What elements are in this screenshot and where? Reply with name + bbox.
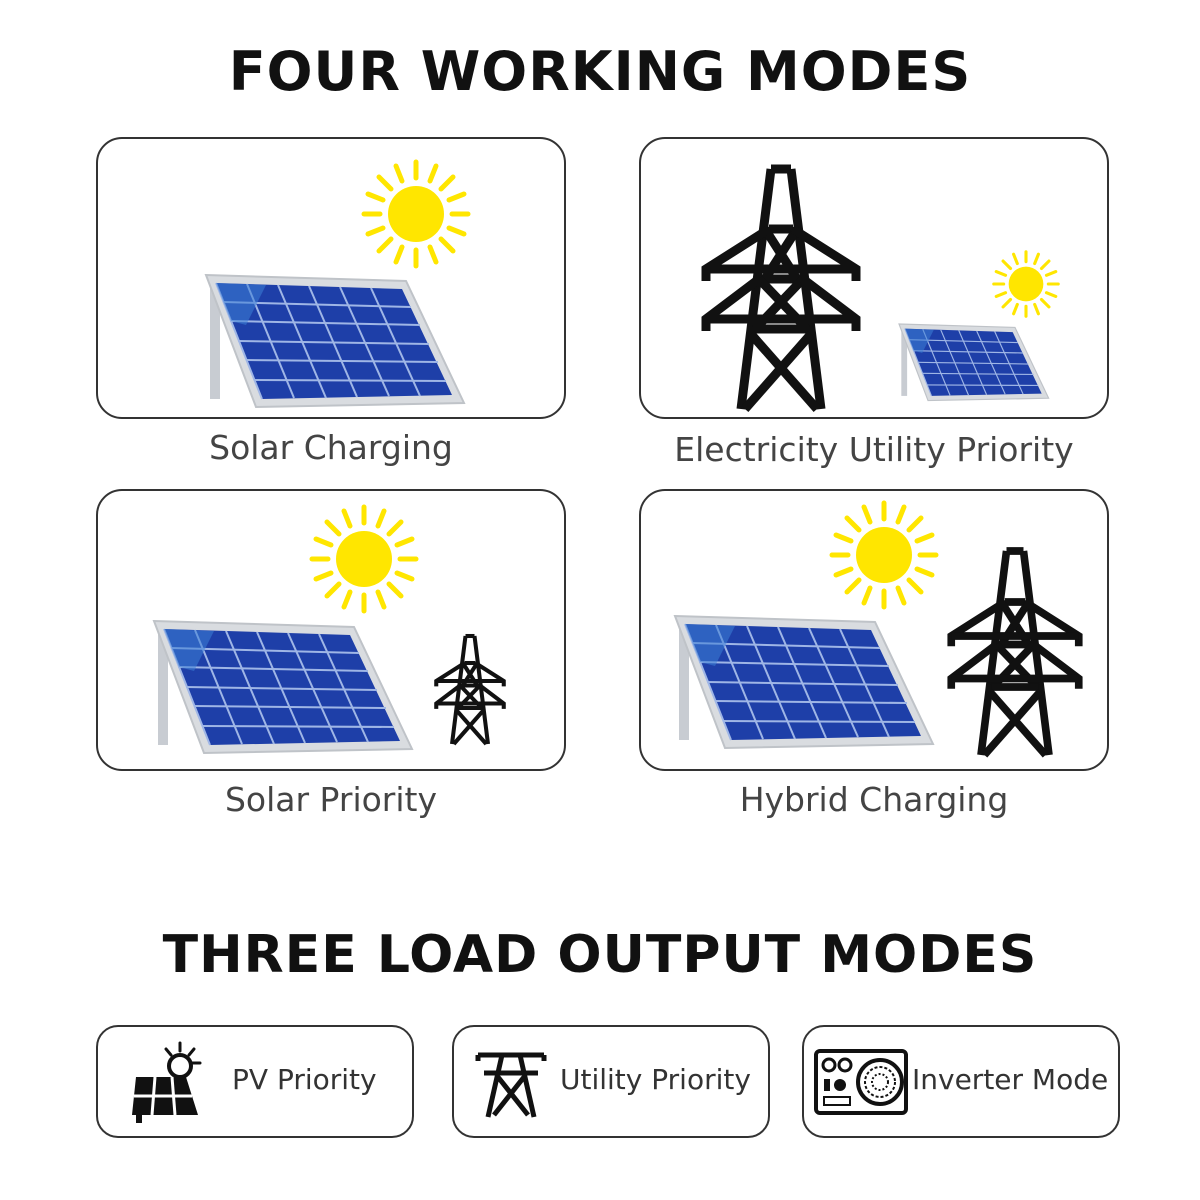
- load-mode-inverter-mode: Inverter Mode: [802, 1025, 1120, 1138]
- load-mode-label-inverter-mode: Inverter Mode: [912, 1063, 1109, 1096]
- load-mode-pv-priority: PV Priority: [96, 1025, 414, 1138]
- load-mode-label-pv-priority: PV Priority: [232, 1063, 377, 1096]
- load-mode-label-utility-priority: Utility Priority: [560, 1063, 751, 1096]
- sun-icon: [364, 162, 468, 266]
- mode-label-hybrid-charging: Hybrid Charging: [739, 780, 1009, 819]
- mode-card-solar-charging: [96, 137, 566, 419]
- sun-icon: [832, 503, 936, 607]
- pv-sun-panel-icon: [132, 1041, 202, 1123]
- mode-label-electricity-utility-priority: Electricity Utility Priority: [674, 430, 1074, 469]
- power-tower-icon: [706, 169, 856, 409]
- sun-icon: [312, 507, 416, 611]
- solar-panel-icon: [898, 323, 1050, 402]
- load-mode-utility-priority: Utility Priority: [452, 1025, 770, 1138]
- solar-panel-icon: [674, 615, 934, 749]
- power-tower-icon: [475, 1052, 547, 1118]
- working-modes-title: FOUR WORKING MODES: [228, 40, 972, 103]
- solar-panel-icon: [153, 620, 413, 754]
- mode-card-hybrid-charging: [639, 489, 1109, 771]
- power-tower-icon: [951, 551, 1079, 755]
- inverter-icon: [814, 1049, 908, 1115]
- mode-label-solar-charging: Solar Charging: [209, 428, 453, 467]
- sun-icon: [992, 250, 1060, 318]
- power-tower-icon: [436, 636, 504, 744]
- mode-card-solar-priority: [96, 489, 566, 771]
- solar-panel-icon: [205, 274, 465, 408]
- mode-card-electricity-utility-priority: [639, 137, 1109, 419]
- load-output-modes-title: THREE LOAD OUTPUT MODES: [162, 925, 1038, 985]
- mode-label-solar-priority: Solar Priority: [224, 780, 438, 819]
